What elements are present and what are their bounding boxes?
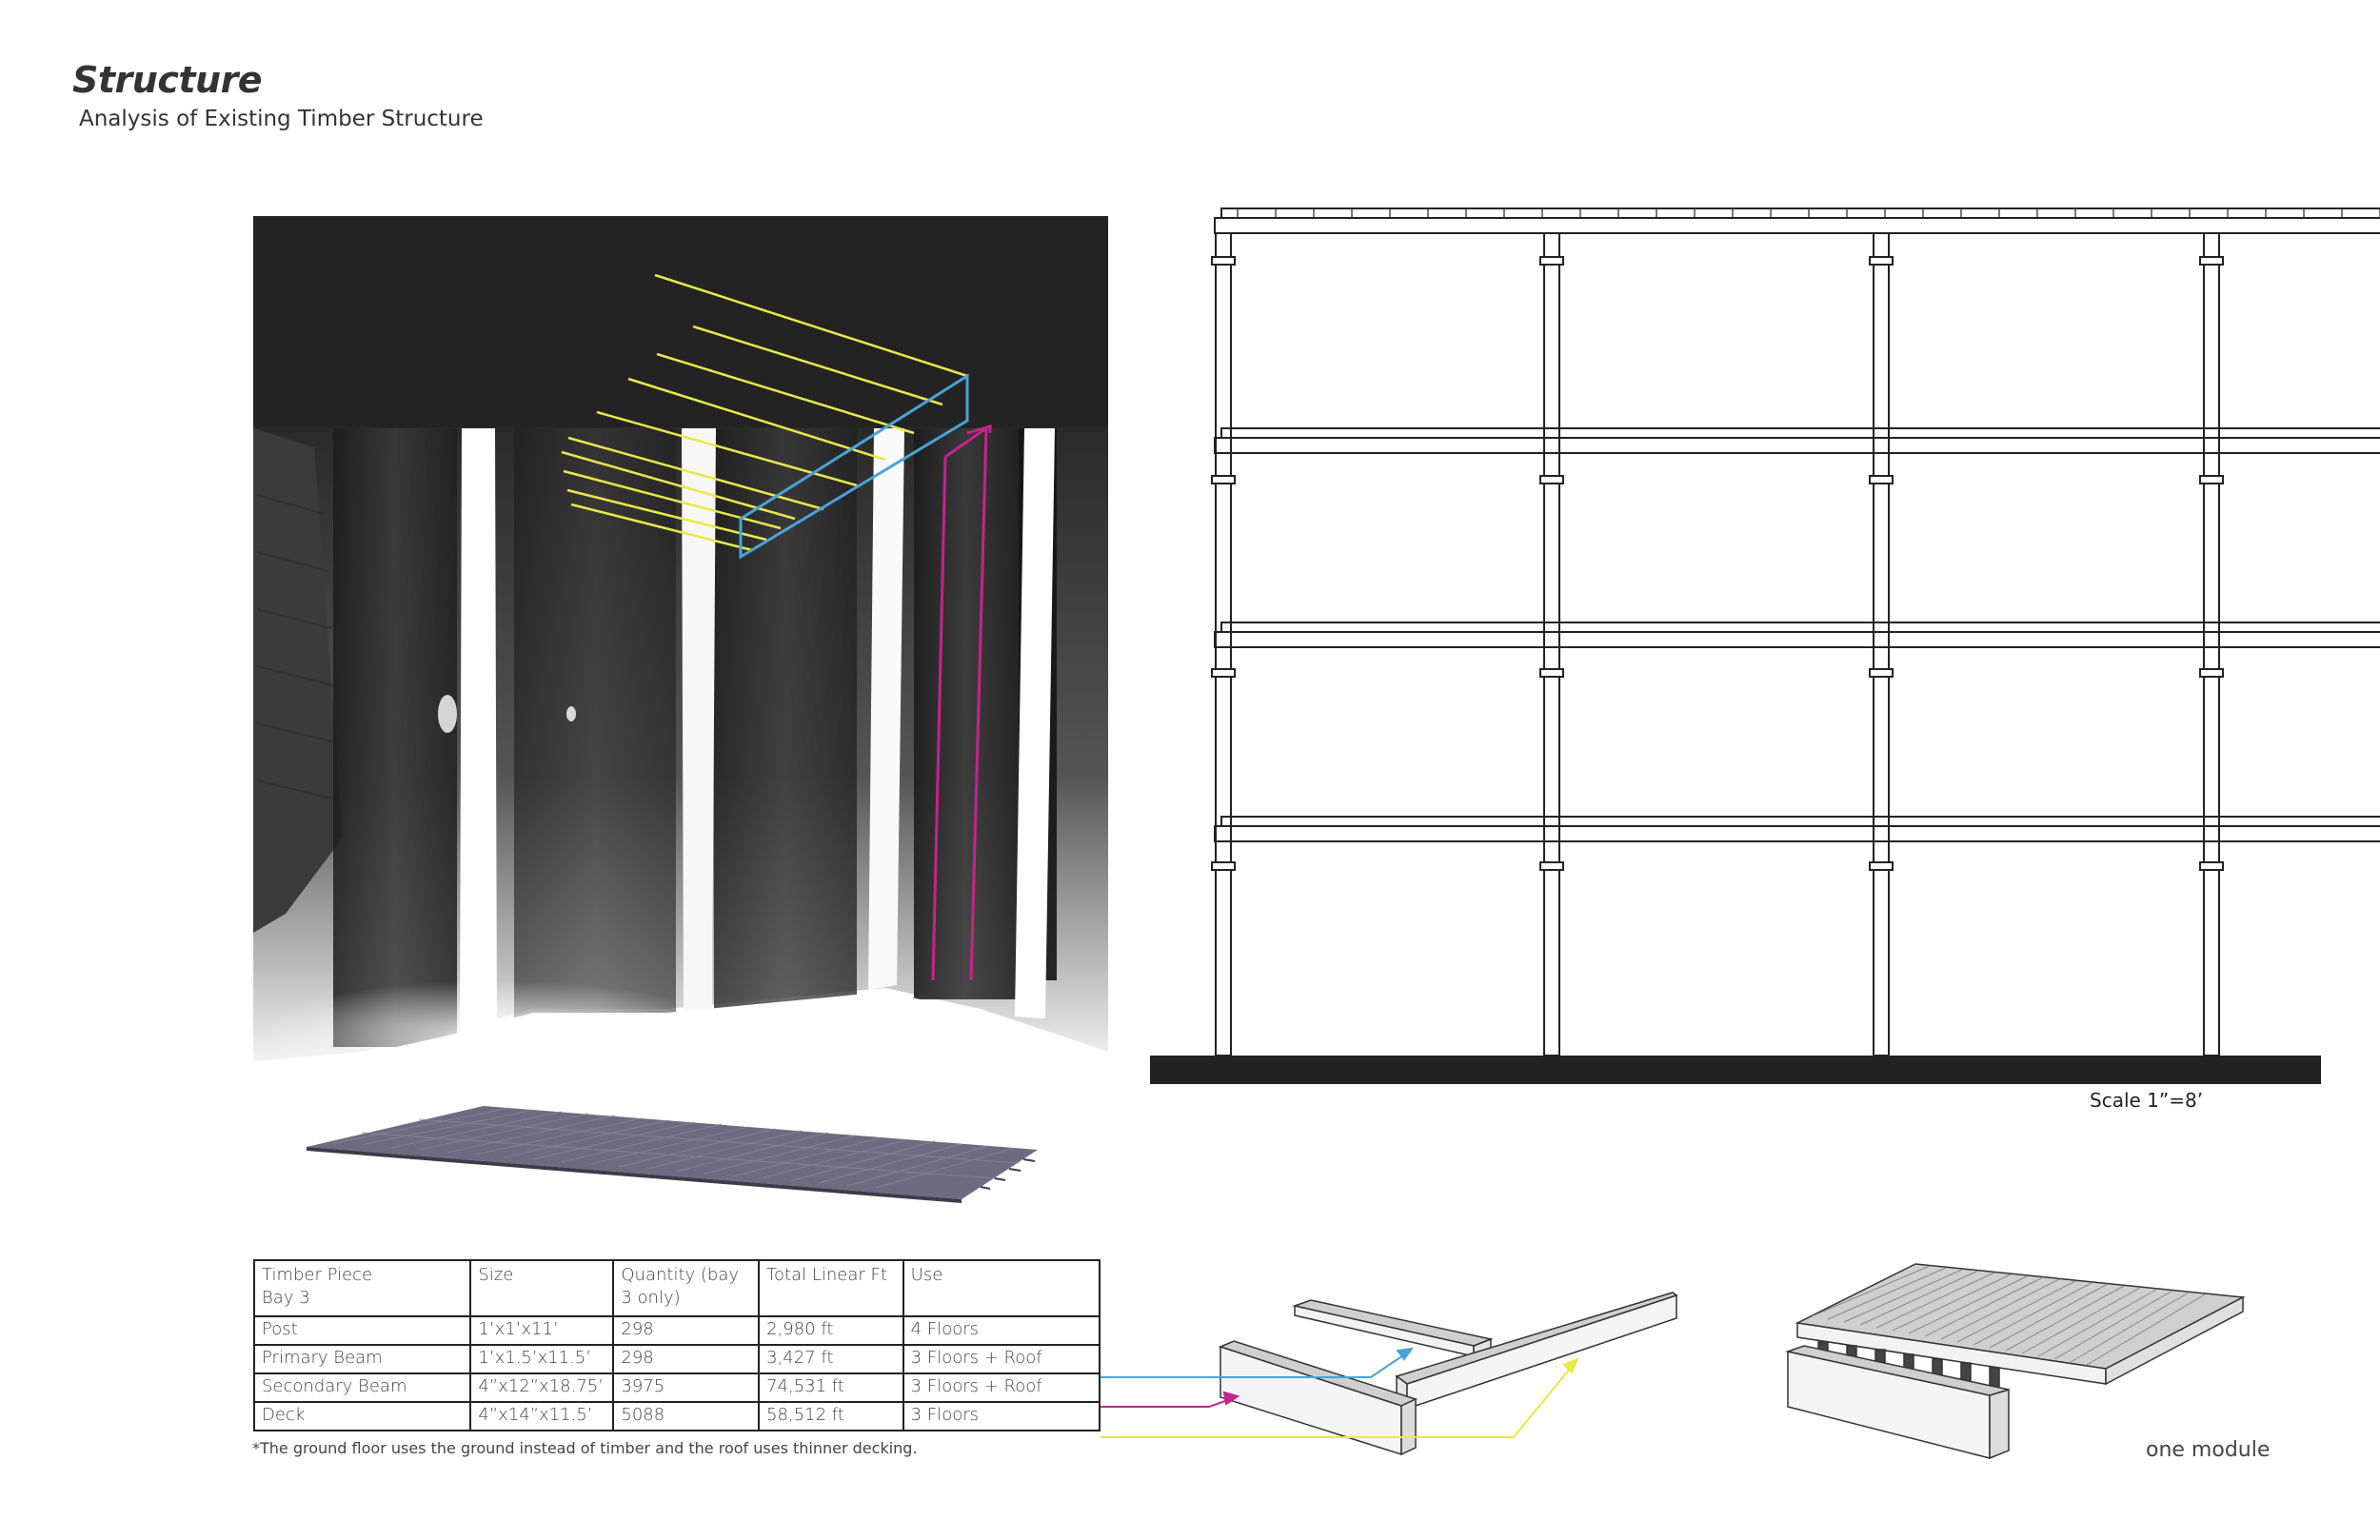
table-cell: 4”x12”x18.75’: [469, 1372, 615, 1403]
table-row: Secondary Beam 4”x12”x18.75’ 3975 74,531…: [252, 1372, 1101, 1403]
table-header-cell: Use: [902, 1259, 1101, 1317]
table-cell: Post: [252, 1315, 472, 1346]
table-header-cell: Quantity (bay 3 only): [612, 1259, 761, 1317]
table-cell: 74,531 ft: [758, 1372, 904, 1403]
table-header-cell: Timber Piece Bay 3: [252, 1259, 472, 1317]
secondary-beam-piece: [1395, 1292, 1678, 1411]
table-row: Primary Beam 1’x1.5’x11.5’ 298 3,427 ft …: [252, 1344, 1101, 1374]
photo-post-bright: [682, 428, 716, 1011]
table-cell: 1’x1.5’x11.5’: [469, 1344, 615, 1374]
table-cell: 3975: [612, 1372, 761, 1403]
table-cell: 298: [612, 1315, 761, 1346]
table-cell: 3,427 ft: [758, 1344, 904, 1374]
table-cell: Deck: [252, 1401, 472, 1431]
photo-brick-wall: [253, 428, 343, 933]
table-footnote: *The ground floor uses the ground instea…: [252, 1439, 918, 1457]
ground-slab: [1150, 1056, 2321, 1084]
one-module-diagram: [1785, 1263, 2246, 1460]
secondary-beam-overlay: [561, 273, 968, 552]
primary-beam-leader: [1101, 1351, 1410, 1378]
table-cell: 2,980 ft: [758, 1315, 904, 1346]
timber-table: Timber Piece Bay 3 Size Quantity (bay 3 …: [252, 1259, 1101, 1431]
table-cell: 1’x1’x11’: [469, 1315, 615, 1346]
photo-post-bright: [460, 428, 497, 1033]
table-cell: 3 Floors + Roof: [902, 1344, 1101, 1374]
primary-beam-overlay: [739, 373, 969, 560]
photo-post-dark: [333, 428, 457, 1047]
table-cell: 298: [612, 1344, 761, 1374]
post-overlay: [931, 424, 992, 981]
elevation-floor-4: [1214, 816, 2380, 842]
post-leader: [1101, 1396, 1237, 1408]
photo-post-bright: [1015, 428, 1055, 1018]
table-row: Deck 4”x14”x11.5’ 5088 58,512 ft 3 Floor…: [252, 1401, 1101, 1431]
table-header-cell: Size: [469, 1259, 615, 1317]
table-cell: 4 Floors: [902, 1315, 1101, 1346]
elevation-floor-2: [1214, 427, 2380, 454]
elevation-floor-3: [1214, 622, 2380, 648]
table-cell: Secondary Beam: [252, 1372, 472, 1403]
module-label: one module: [2146, 1438, 2271, 1462]
secondary-beam-leader: [1101, 1362, 1576, 1438]
table-cell: 3 Floors + Roof: [902, 1372, 1101, 1403]
photo-ceiling: [253, 216, 1108, 427]
scale-label: Scale 1”=8’: [2090, 1089, 2204, 1112]
post-piece: [1218, 1340, 1418, 1456]
photo-post-dark: [514, 428, 676, 1018]
table-cell: 3 Floors: [902, 1401, 1101, 1431]
deck-plate-diagram: [307, 1106, 1038, 1203]
table-cell: 4”x14”x11.5’: [469, 1401, 615, 1431]
photo-post-bright: [868, 428, 904, 990]
primary-beam-piece: [1292, 1299, 1494, 1358]
photo-post-dark: [914, 428, 1019, 999]
table-header-cell: Total Linear Ft: [758, 1259, 904, 1317]
photo-post-dark: [714, 428, 857, 1018]
table-cell: 58,512 ft: [758, 1401, 904, 1431]
table-cell: Primary Beam: [252, 1344, 472, 1374]
roof-beam: [1214, 217, 2380, 234]
page-subtitle: Analysis of Existing Timber Structure: [79, 107, 484, 131]
table-cell: 5088: [612, 1401, 761, 1431]
table-row: Post 1’x1’x11’ 298 2,980 ft 4 Floors: [252, 1315, 1101, 1346]
page-title: Structure: [72, 59, 263, 101]
table-header-row: Timber Piece Bay 3 Size Quantity (bay 3 …: [252, 1259, 1101, 1317]
